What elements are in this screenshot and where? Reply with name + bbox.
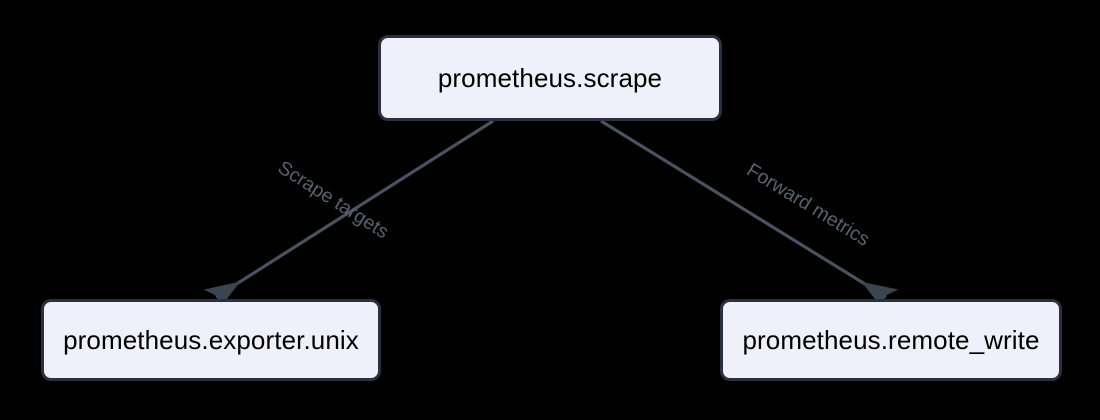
node-label: prometheus.remote_write xyxy=(742,325,1040,355)
edge-scrape-to-remote-write xyxy=(600,119,899,312)
edge-label-forward-metrics: Forward metrics xyxy=(743,159,874,251)
node-prometheus-remote-write[interactable]: prometheus.remote_write xyxy=(720,299,1062,381)
node-label: prometheus.exporter.unix xyxy=(63,325,359,355)
node-prometheus-scrape[interactable]: prometheus.scrape xyxy=(378,35,722,121)
node-label: prometheus.scrape xyxy=(437,63,663,93)
edge-scrape-to-exporter xyxy=(203,119,494,312)
node-prometheus-exporter-unix[interactable]: prometheus.exporter.unix xyxy=(41,299,381,381)
edge-label-scrape-targets: Scrape targets xyxy=(274,157,393,244)
